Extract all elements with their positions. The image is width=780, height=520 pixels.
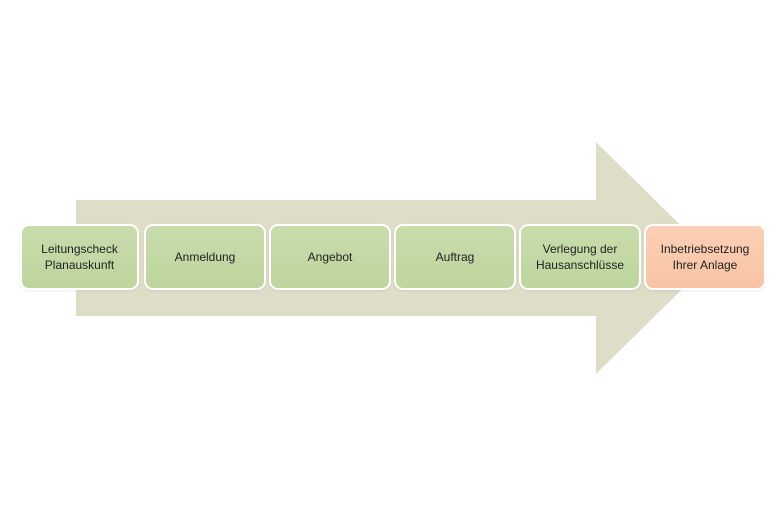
step-auftrag: Auftrag bbox=[394, 224, 516, 290]
step-leitungscheck: Leitungscheck Planauskunft bbox=[20, 224, 139, 290]
step-anmeldung: Anmeldung bbox=[144, 224, 266, 290]
step-angebot: Angebot bbox=[269, 224, 391, 290]
step-verlegung: Verlegung der Hausanschlüsse bbox=[519, 224, 641, 290]
step-inbetriebsetzung: Inbetriebsetzung Ihrer Anlage bbox=[644, 224, 766, 290]
